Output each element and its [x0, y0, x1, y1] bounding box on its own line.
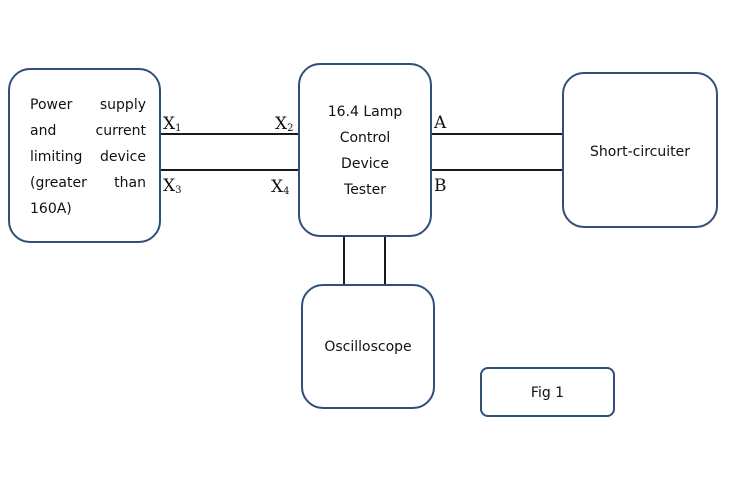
wire-scope-left — [343, 236, 345, 286]
tester-line-1: 16.4 Lamp — [327, 104, 403, 120]
port-x2-label: X2 — [275, 115, 293, 138]
power-supply-box: Power supply and current limiting device… — [8, 68, 161, 243]
wire-b — [430, 169, 564, 171]
port-x1-letter: X — [163, 114, 176, 134]
port-x1-label: X1 — [163, 115, 181, 138]
port-x3-label: X3 — [163, 177, 181, 200]
power-supply-line-5: 160A) — [30, 201, 72, 217]
wire-a — [430, 133, 564, 135]
wire-x1-x2 — [160, 133, 300, 135]
power-supply-line-1: Power supply — [30, 97, 146, 113]
port-x3-letter: X — [163, 176, 176, 196]
short-circuiter-box: Short-circuiter — [562, 72, 718, 228]
power-supply-line-4: (greater than — [30, 175, 146, 191]
power-supply-label: Power supply and current limiting device… — [30, 92, 146, 222]
port-b-label: B — [434, 176, 447, 196]
tester-line-3: Device — [341, 156, 389, 172]
wire-x3-x4 — [160, 169, 300, 171]
power-supply-line-3: limiting device — [30, 149, 146, 165]
port-a-label: A — [434, 113, 447, 133]
tester-box: 16.4 Lamp Control Device Tester — [298, 63, 432, 237]
figure-caption-box: Fig 1 — [480, 367, 615, 417]
figure-caption-label: Fig 1 — [530, 385, 565, 401]
port-x2-letter: X — [275, 114, 288, 134]
port-x1-sub: 1 — [175, 123, 182, 134]
port-x4-sub: 4 — [283, 186, 290, 197]
wire-scope-right — [384, 236, 386, 286]
power-supply-line-2: and current — [30, 123, 146, 139]
tester-line-4: Tester — [344, 182, 386, 198]
oscilloscope-label: Oscilloscope — [324, 339, 412, 355]
tester-label: 16.4 Lamp Control Device Tester — [300, 99, 430, 203]
tester-line-2: Control — [339, 130, 391, 146]
oscilloscope-box: Oscilloscope — [301, 284, 435, 409]
port-x3-sub: 3 — [175, 185, 182, 196]
port-x2-sub: 2 — [287, 123, 294, 134]
port-x4-label: X4 — [271, 178, 289, 201]
port-x4-letter: X — [271, 177, 284, 197]
short-circuiter-label: Short-circuiter — [590, 144, 690, 160]
